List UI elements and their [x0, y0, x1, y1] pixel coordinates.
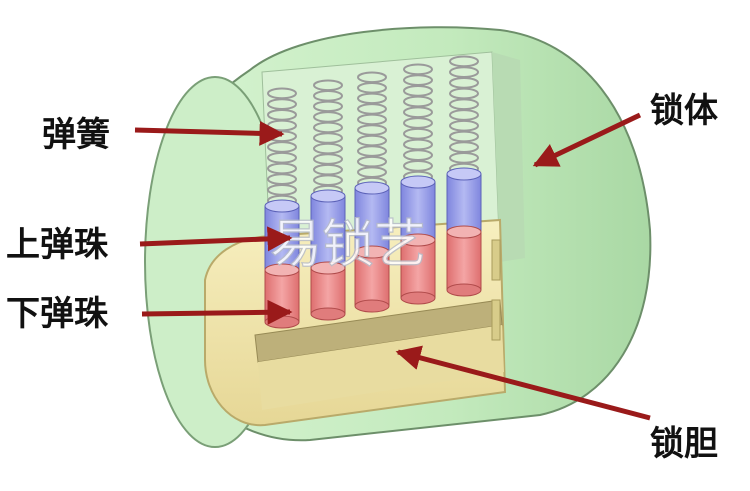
label-lock-core: 锁胆	[650, 424, 718, 464]
label-lock-body: 锁体	[650, 91, 718, 131]
lower-pin-5	[447, 226, 481, 296]
lower-pin-arrow	[142, 312, 290, 314]
upper-pin-5	[447, 168, 481, 232]
watermark: 易锁艺	[270, 215, 426, 275]
label-upper-pin: 上弹珠	[6, 225, 109, 265]
label-spring: 弹簧	[42, 115, 110, 155]
label-lower-pin: 下弹珠	[6, 294, 109, 334]
